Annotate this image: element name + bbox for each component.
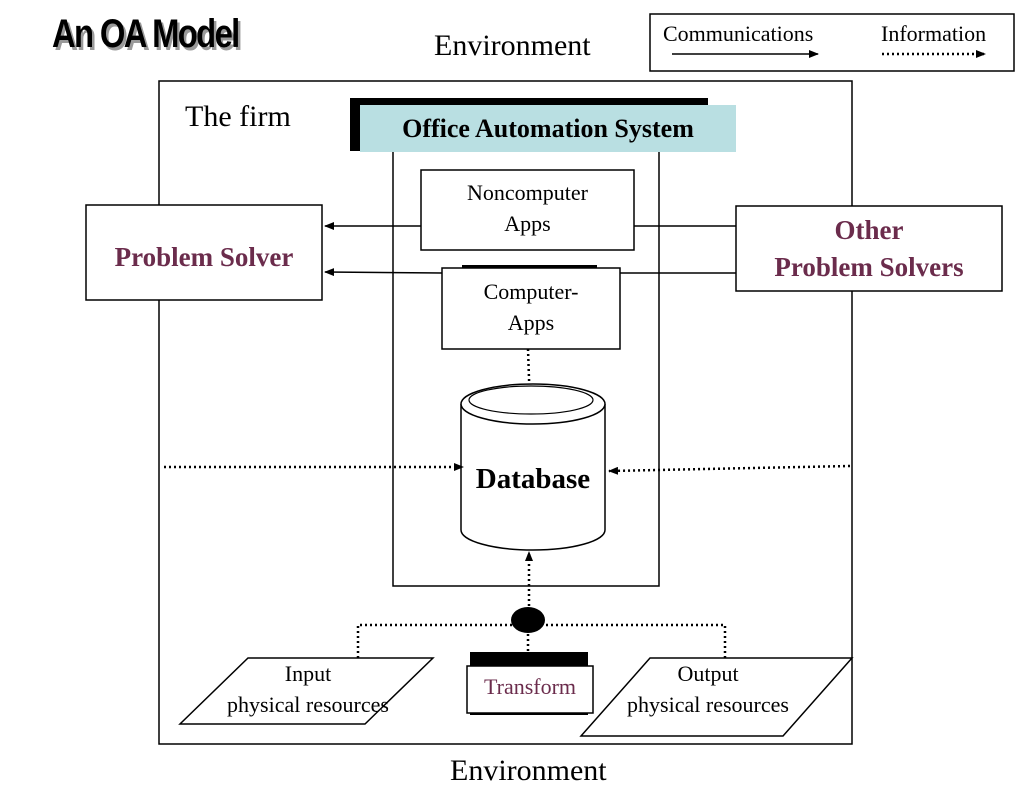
junction-node xyxy=(511,607,545,633)
other-problem-solvers-label: Other Problem Solvers xyxy=(736,212,1002,286)
other-problem-solvers-line-2: Problem Solvers xyxy=(774,252,964,282)
input-resources-line-1: Input xyxy=(284,661,332,686)
comm-arrow-computer-to-solver xyxy=(324,268,443,277)
database-top xyxy=(460,383,606,425)
output-resources-line-1: Output xyxy=(677,661,739,686)
info-arrow-env-right-to-database xyxy=(608,464,851,475)
noncomputer-apps-line-2: Apps xyxy=(504,211,551,236)
oas-header: Office Automation System xyxy=(360,105,736,152)
computer-apps-box-shadow xyxy=(462,265,597,269)
database-cylinder xyxy=(460,404,606,551)
legend-information-label: Information xyxy=(881,21,987,46)
diagram-title: An OA Model xyxy=(52,12,240,56)
output-resources-label: Output physical resources xyxy=(596,658,820,720)
computer-apps-line-1: Computer- xyxy=(483,279,579,304)
problem-solver-label: Problem Solver xyxy=(114,242,294,272)
legend-communications-label: Communications xyxy=(663,21,814,46)
output-resources-line-2: physical resources xyxy=(627,692,789,717)
firm-label: The firm xyxy=(185,100,291,133)
transform-label: Transform xyxy=(483,674,577,699)
noncomputer-apps-box xyxy=(420,169,635,251)
computer-apps-line-2: Apps xyxy=(507,310,555,335)
input-resources-shape xyxy=(178,657,435,725)
problem-solver-box xyxy=(85,204,323,301)
environment-bottom-label: Environment xyxy=(450,754,607,787)
environment-top-label: Environment xyxy=(434,29,591,62)
noncomputer-apps-label: Noncomputer Apps xyxy=(421,177,634,239)
info-line-output-to-junction xyxy=(528,623,727,658)
other-problem-solvers-box xyxy=(735,205,1003,292)
input-resources-line-2: physical resources xyxy=(227,692,389,717)
info-line-input-to-junction xyxy=(356,623,528,658)
output-resources-shape xyxy=(579,657,854,737)
input-resources-label: Input physical resources xyxy=(185,658,431,720)
noncomputer-apps-line-1: Noncomputer xyxy=(467,180,588,205)
database-top-inner xyxy=(468,385,594,415)
computer-apps-box xyxy=(441,267,621,350)
legend-box xyxy=(649,13,1015,72)
database-label: Database xyxy=(475,463,591,495)
transform-box xyxy=(466,665,594,714)
firm-boundary xyxy=(158,80,853,745)
other-problem-solvers-line-1: Other xyxy=(834,215,904,245)
computer-apps-label: Computer- Apps xyxy=(442,276,620,338)
